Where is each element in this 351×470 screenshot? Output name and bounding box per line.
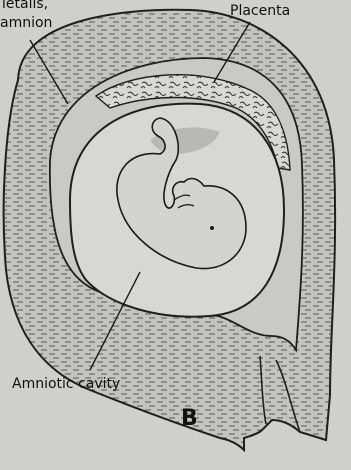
panel-letter: B xyxy=(181,407,198,431)
label-amnion: amnion xyxy=(0,14,52,32)
label-details: letails, xyxy=(2,0,48,13)
label-placenta: Placenta xyxy=(230,2,290,20)
embryo-eye xyxy=(210,226,214,230)
label-amniotic-cavity: Amniotic cavity xyxy=(12,375,120,393)
